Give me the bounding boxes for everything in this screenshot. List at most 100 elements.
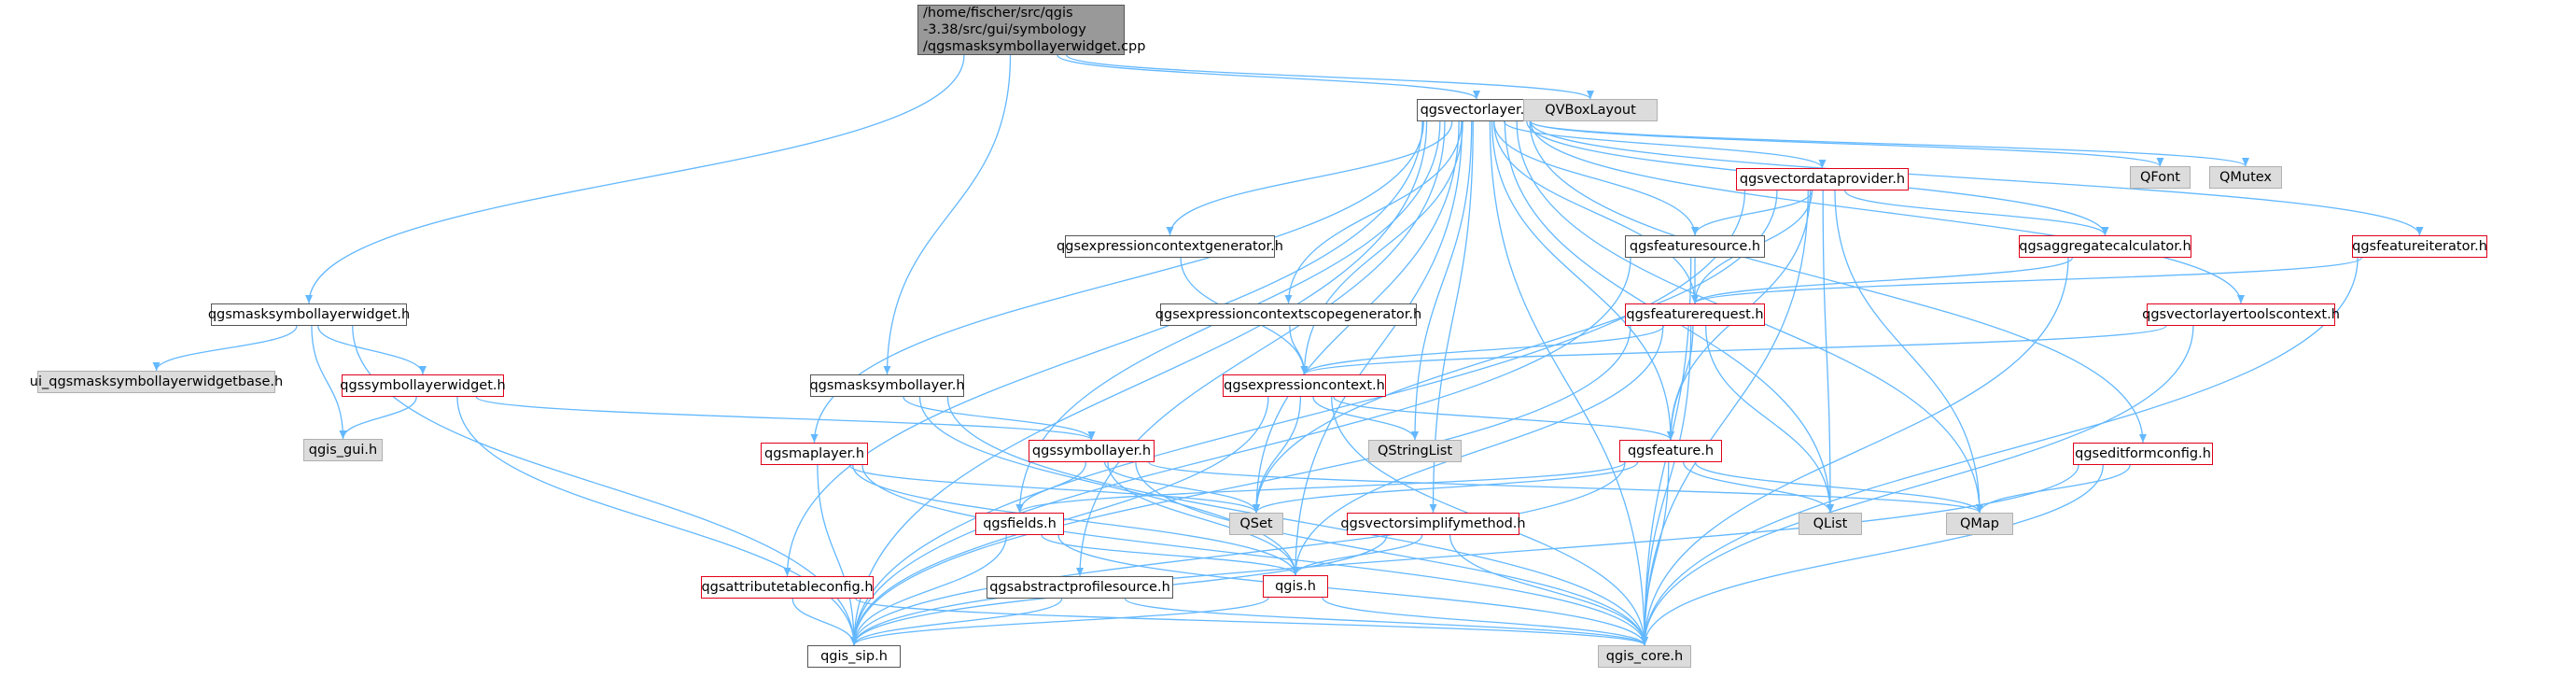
- node-gis_gui[interactable]: qgis_gui.h: [303, 439, 383, 461]
- node-exprctxgen[interactable]: qgsexpressioncontextgenerator.h: [1057, 235, 1283, 258]
- node-editformconfig[interactable]: qgseditformconfig.h: [2073, 443, 2213, 465]
- edge-symbollayerwidget-to-gis_gui: [339, 396, 417, 440]
- edge-attributetableconfig-to-gis_sip: [791, 598, 858, 646]
- node-qset[interactable]: QSet: [1229, 513, 1283, 535]
- node-masksymbollayerwidget[interactable]: qgsmasksymbollayerwidget.h: [208, 303, 410, 326]
- node-gis_sip[interactable]: qgis_sip.h: [807, 645, 901, 668]
- edge-symbollayerwidget-to-symbollayer: [475, 396, 1096, 441]
- edge-gis-to-gis_core: [1322, 597, 1648, 646]
- edge-attributetableconfig-to-gis_core: [855, 598, 1648, 646]
- node-qfont[interactable]: QFont: [2130, 166, 2191, 189]
- edge-featurerequest-to-feature: [1667, 325, 1694, 441]
- edge-vectorlayer-to-gis: [1292, 120, 1463, 576]
- node-attributetableconfig[interactable]: qgsattributetableconfig.h: [701, 576, 874, 599]
- edge-vectorlayer-to-attributetableconfig: [783, 120, 1423, 577]
- node-featurerequest[interactable]: qgsfeaturerequest.h: [1625, 303, 1765, 326]
- node-fields[interactable]: qgsfields.h: [975, 513, 1064, 535]
- edge-root-to-qvboxlayout: [1066, 54, 1594, 100]
- node-gis_core[interactable]: qgis_core.h: [1598, 645, 1691, 668]
- edge-vectorlayer-to-exprctx: [1300, 120, 1463, 375]
- node-qstringlist[interactable]: QStringList: [1368, 440, 1462, 462]
- node-qvboxlayout[interactable]: QVBoxLayout: [1523, 99, 1658, 121]
- edge-masksymbollayer-to-gis_core: [946, 396, 1648, 646]
- edge-masksymbollayerwidget-to-gis_gui: [311, 325, 347, 440]
- edge-root-to-masksymbollayerwidget: [305, 54, 965, 304]
- edge-feature-to-qlist: [1683, 461, 1834, 514]
- node-maplayer[interactable]: qgsmaplayer.h: [761, 443, 868, 465]
- node-vltoolscontext[interactable]: qgsvectorlayertoolscontext.h: [2142, 303, 2340, 326]
- edge-symbollayer-to-qmap: [1148, 461, 1983, 514]
- edge-vectorlayer-to-qfont: [1530, 120, 2164, 167]
- edge-featurerequest-to-exprctx: [1300, 325, 1665, 375]
- edge-vectorlayer-to-vectordataprovider: [1503, 120, 1827, 169]
- edge-exprctx-to-feature: [1333, 396, 1674, 441]
- node-qmutex[interactable]: QMutex: [2209, 166, 2282, 189]
- node-symbollayer[interactable]: qgssymbollayer.h: [1029, 440, 1155, 462]
- edge-vectorlayer-to-editformconfig: [1529, 120, 2147, 444]
- edge-vectordataprovider-to-qmap: [1834, 190, 1983, 514]
- edge-vltoolscontext-to-gis_core: [1641, 325, 2194, 646]
- edge-abstractprofilesource-to-gis_core: [1124, 598, 1648, 646]
- edge-symbollayerwidget-to-gis_sip: [456, 396, 858, 646]
- edge-fields-to-gis: [1041, 534, 1299, 576]
- node-vectordataprovider[interactable]: qgsvectordataprovider.h: [1736, 168, 1909, 190]
- edge-vectorlayer-to-exprctxgen: [1166, 120, 1453, 236]
- edge-gis-to-gis_sip: [850, 597, 1269, 646]
- edge-feature-to-qset: [1253, 461, 1639, 514]
- node-exprctx[interactable]: qgsexpressioncontext.h: [1223, 374, 1386, 397]
- edge-vectorlayer-to-featureiterator: [1530, 120, 2424, 236]
- edge-symbollayer-to-gis_core: [1135, 461, 1648, 646]
- edge-vectorlayer-to-feature: [1491, 120, 1674, 441]
- edge-vectorsimplify-to-gis_core: [1449, 534, 1648, 646]
- node-root-line: -3.38/src/gui/symbology: [923, 22, 1086, 37]
- node-exprctxscopegen[interactable]: qgsexpressioncontextscopegenerator.h: [1155, 303, 1421, 326]
- edge-symbollayer-to-qset: [1103, 461, 1260, 514]
- edge-exprctx-to-qstringlist: [1312, 396, 1419, 441]
- edge-maplayer-to-gis_core: [861, 464, 1648, 646]
- edge-vectorsimplify-to-gis: [1292, 534, 1423, 576]
- node-abstractprofilesource[interactable]: qgsabstractprofilesource.h: [987, 576, 1173, 599]
- node-featureiterator[interactable]: qgsfeatureiterator.h: [2352, 235, 2487, 258]
- edge-editformconfig-to-gis_sip: [850, 464, 2079, 646]
- node-vectorsimplify[interactable]: qgsvectorsimplifymethod.h: [1340, 513, 1526, 535]
- edge-masksymbollayer-to-symbollayer: [903, 396, 1096, 441]
- edge-featurerequest-to-qlist: [1704, 325, 1834, 514]
- edge-vectorlayer-to-featurerequest: [1493, 120, 1699, 304]
- node-qlist[interactable]: QList: [1799, 513, 1862, 535]
- node-feature[interactable]: qgsfeature.h: [1619, 440, 1722, 462]
- edge-featurerequest-to-gis_sip: [850, 325, 1631, 646]
- edge-aggregatecalc-to-featurerequest: [1691, 257, 2073, 304]
- node-symbollayerwidget[interactable]: qgssymbollayerwidget.h: [340, 374, 506, 397]
- edge-vectordataprovider-to-aggregatecalc: [1844, 190, 2109, 236]
- node-ui_base[interactable]: ui_qgsmasksymbollayerwidgetbase.h: [30, 371, 283, 393]
- edge-exprctxscopegen-to-exprctx: [1289, 325, 1309, 375]
- edge-vectorlayer-to-abstractprofilesource: [1076, 120, 1446, 577]
- edge-aggregatecalc-to-gis_core: [1641, 257, 2069, 646]
- node-root-line: /home/fischer/src/qgis: [923, 6, 1073, 21]
- edge-vectordataprovider-to-featuresource: [1691, 190, 1813, 236]
- node-qmap[interactable]: QMap: [1946, 513, 2013, 535]
- edge-featureiterator-to-featurerequest: [1691, 257, 2363, 304]
- edge-feature-to-fields: [1015, 461, 1626, 514]
- node-vectorlayer[interactable]: qgsvectorlayer.h: [1417, 99, 1536, 121]
- edge-root-to-masksymbollayer: [883, 54, 1012, 375]
- edge-masksymbollayerwidget-to-ui_base: [152, 325, 298, 372]
- edge-editformconfig-to-qmap: [1976, 464, 2131, 514]
- edge-featureiterator-to-gis_core: [1641, 257, 2359, 646]
- edge-vectorlayer-to-exprctxscopegen: [1284, 120, 1463, 304]
- edge-vectordataprovider-to-gis_core: [1641, 190, 1809, 646]
- node-featuresource[interactable]: qgsfeaturesource.h: [1625, 235, 1765, 258]
- edge-vectorlayer-to-featuresource: [1493, 120, 1699, 236]
- edge-featurerequest-to-gis_core: [1641, 325, 1692, 646]
- node-root[interactable]: /home/fischer/src/qgis-3.38/src/gui/symb…: [917, 5, 1145, 55]
- edge-feature-to-qmap: [1694, 461, 1983, 514]
- node-masksymbollayer[interactable]: qgsmasksymbollayer.h: [809, 374, 965, 397]
- edge-featurerequest-to-gis: [1292, 325, 1664, 576]
- edge-vectordataprovider-to-qlist: [1822, 190, 1834, 514]
- edge-maplayer-to-qset: [848, 464, 1260, 514]
- node-aggregatecalc[interactable]: qgsaggregatecalculator.h: [2019, 235, 2191, 258]
- edge-feature-to-gis_sip: [850, 461, 1626, 646]
- edge-vltoolscontext-to-exprctx: [1300, 325, 2167, 375]
- node-gis[interactable]: qgis.h: [1263, 575, 1328, 598]
